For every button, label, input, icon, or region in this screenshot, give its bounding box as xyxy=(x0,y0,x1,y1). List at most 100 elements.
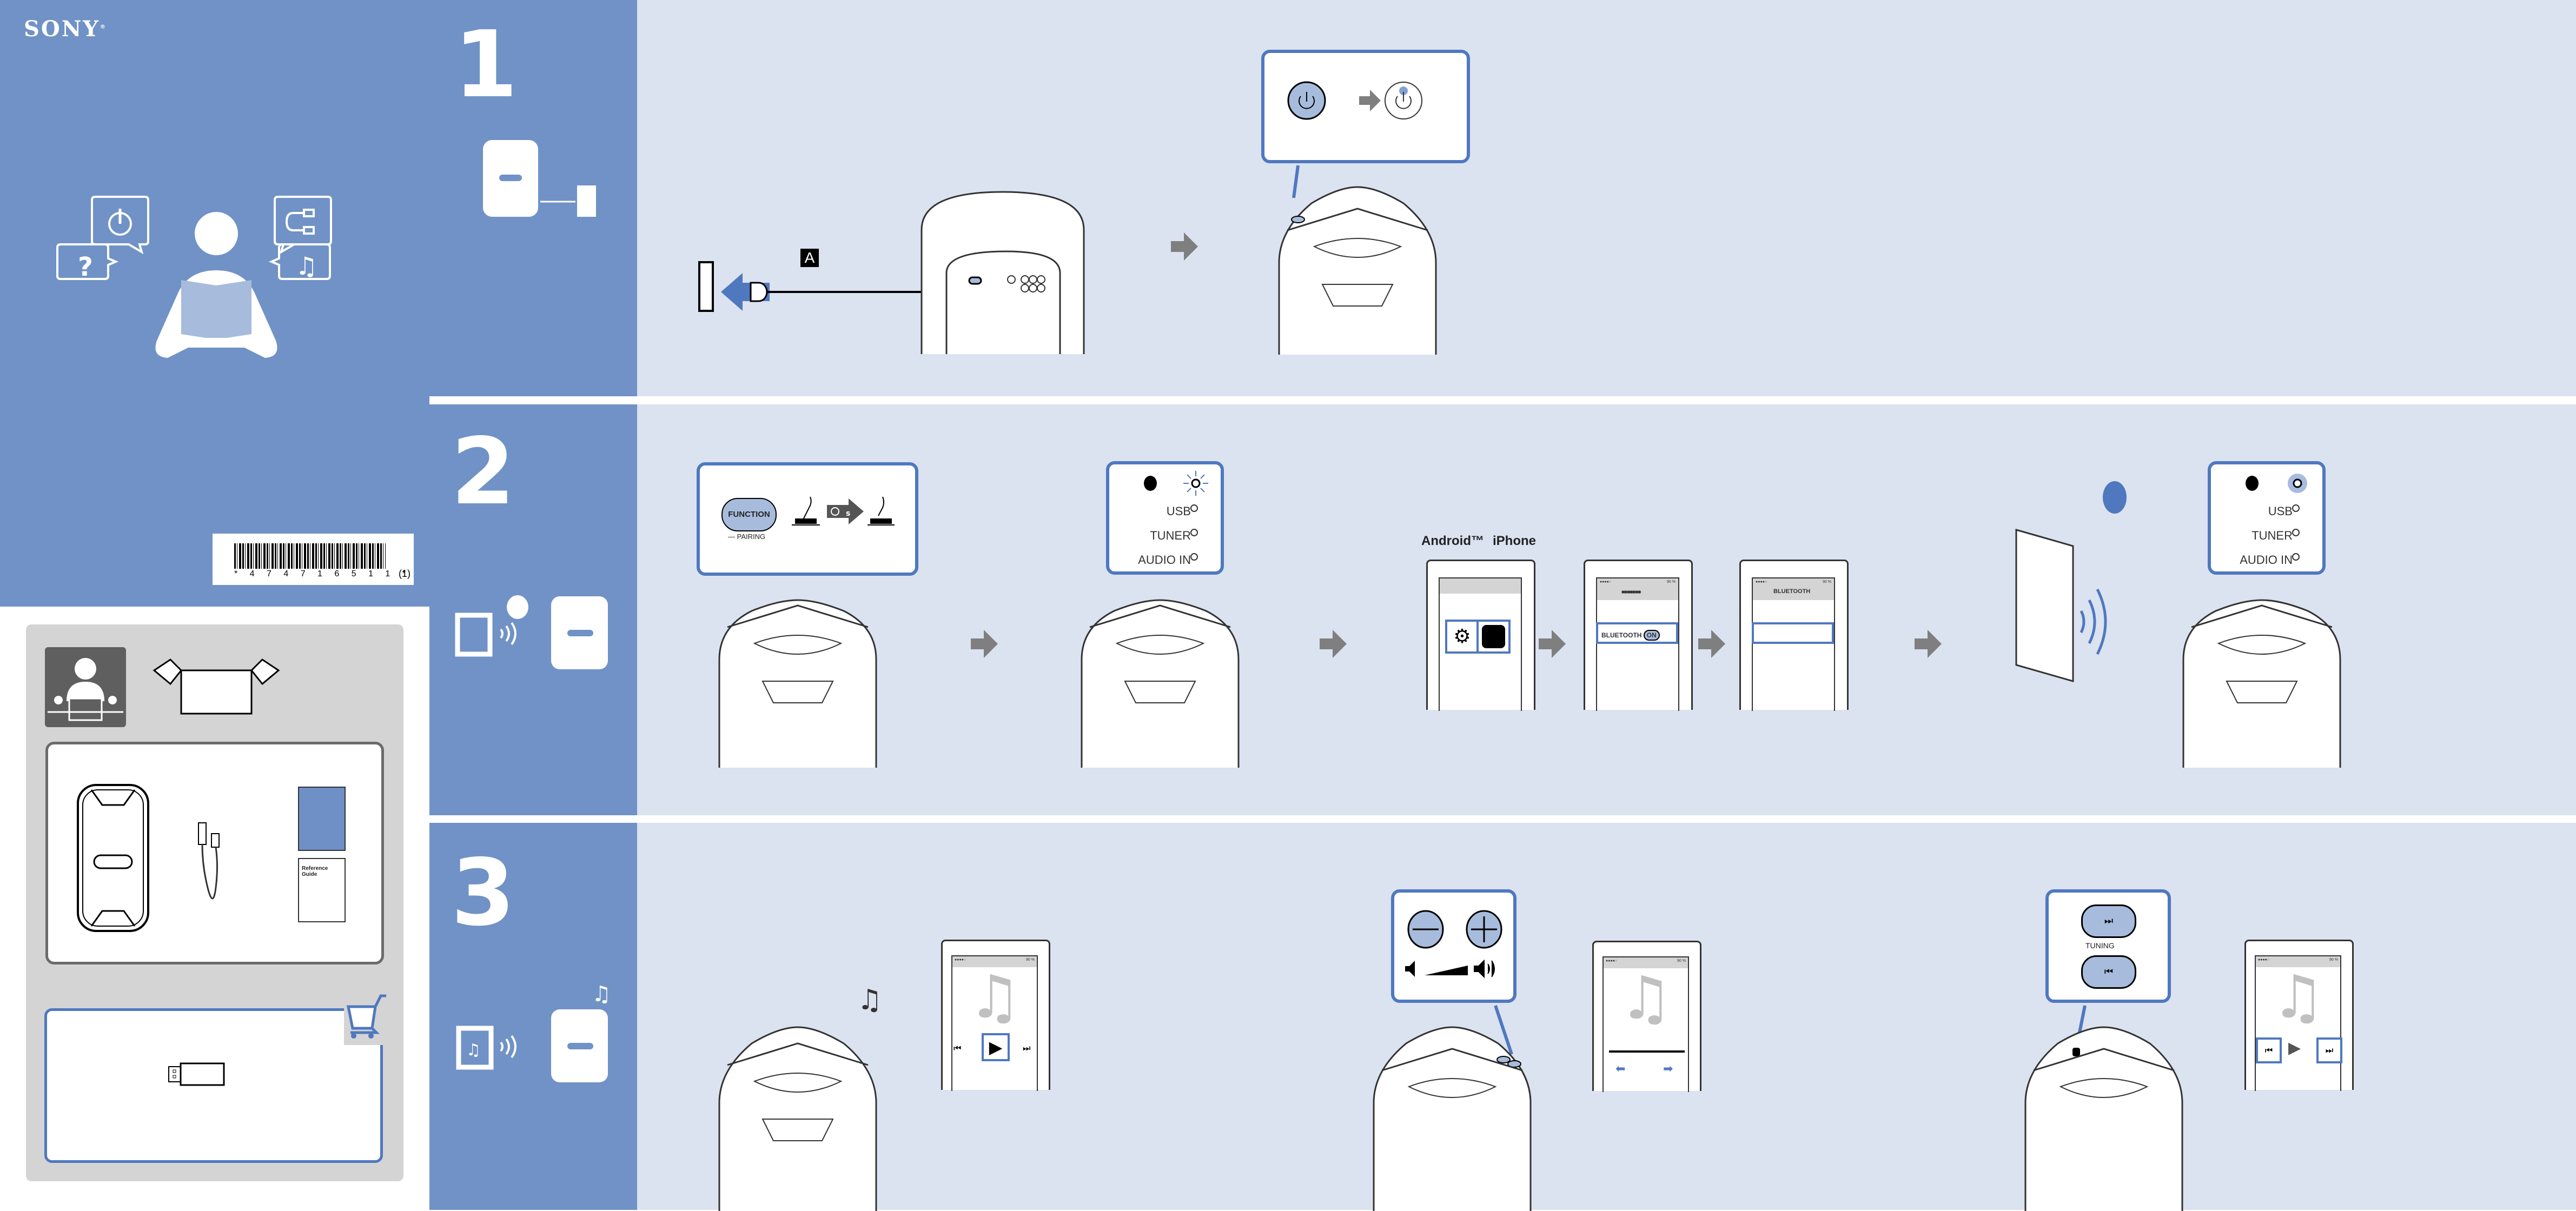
speaker-top-view-tuning xyxy=(2024,1005,2183,1211)
next-track-icon[interactable]: ⏭ xyxy=(1023,1043,1031,1053)
step-2-header: 2 xyxy=(429,404,637,815)
step-3-number: 3 xyxy=(451,840,515,947)
tuning-label: TUNING xyxy=(2085,941,2115,950)
speaker-top-view-indicator xyxy=(1081,599,1240,768)
bluetooth-toggle-label: BLUETOOTH xyxy=(1601,631,1642,639)
press-hold-diagram: s xyxy=(792,496,895,525)
bluetooth-toggle-switch[interactable]: ON xyxy=(1643,630,1660,641)
previous-tuning-button: ⏮ xyxy=(2081,955,2136,989)
registered-mark: ® xyxy=(100,24,107,30)
question-bubble-icon: ? xyxy=(56,243,119,282)
next-arrow-icon xyxy=(1698,630,1725,658)
open-box-icon xyxy=(153,658,280,715)
cover-panel: SONY® ? ♫ * 4 7 4 7 1 6 xyxy=(0,0,429,607)
step-2-number: 2 xyxy=(451,418,515,525)
battery-indicator: 90 % xyxy=(1667,580,1676,584)
iphone-label: iPhone xyxy=(1493,534,1537,548)
volume-slider[interactable] xyxy=(1609,1050,1685,1053)
unpacking-person-icon xyxy=(45,647,126,727)
indicator-list: USB TUNER AUDIO IN xyxy=(2240,504,2293,567)
previous-track-button[interactable]: ⏮ xyxy=(2256,1037,2282,1063)
pairing-label: — PAIRING xyxy=(728,533,766,541)
speaker-high-icon xyxy=(1474,959,1495,979)
volume-up-button-icon xyxy=(1466,910,1502,949)
function-button-callout: FUNCTION — PAIRING s xyxy=(697,462,918,576)
speaker-item-icon xyxy=(77,784,149,932)
phone-skip-screen: ●●●●○90 % ♫ ⏮ ▶ ⏭ xyxy=(2244,940,2354,1091)
volume-ramp-icon xyxy=(1425,966,1468,975)
signal-indicator: ●●●●○ xyxy=(1600,580,1612,584)
tuning-buttons-callout: ⏭ TUNING ⏮ xyxy=(2045,889,2171,1003)
indicator-callout-lit: USB TUNER AUDIO IN xyxy=(2208,461,2326,575)
indicator-tuner: TUNER xyxy=(1150,529,1191,542)
barcode-version: (1) xyxy=(399,568,410,579)
previous-track-icon[interactable]: ⏮ xyxy=(953,1043,962,1053)
next-arrow-icon xyxy=(1171,232,1198,261)
next-arrow-icon xyxy=(1915,630,1942,658)
volume-down-button-icon xyxy=(1407,910,1444,949)
slide-left-arrow-icon: ⬅ xyxy=(1615,1062,1626,1076)
iphone-settings-icon[interactable] xyxy=(1476,620,1511,654)
svg-text:♫: ♫ xyxy=(592,982,611,1007)
phone-music-speaker-icon: ♫ ♫ xyxy=(456,982,611,1082)
speaker-top-view-volume xyxy=(1373,1005,1532,1211)
barcode-number: * 4 7 4 7 1 6 5 1 1 * xyxy=(234,569,410,578)
sony-logo: SONY® xyxy=(24,16,107,42)
power-cord-item-icon xyxy=(198,822,220,900)
operating-instructions-item xyxy=(298,787,346,851)
bluetooth-indicator-lit xyxy=(2246,474,2307,493)
power-button-callout xyxy=(1261,50,1470,163)
bluetooth-logo-icon xyxy=(2103,481,2127,514)
volume-buttons-callout xyxy=(1391,889,1517,1003)
person-reading-icon xyxy=(155,212,277,358)
phone-connecting-icon xyxy=(2015,481,2127,682)
speaker-low-icon xyxy=(1405,961,1415,977)
next-arrow-icon xyxy=(1539,630,1566,658)
phone-settings-screen: ⚙ xyxy=(1426,560,1535,711)
phone-play-screen: ●●●●○90 % ♫ ⏮ ▶ ⏭ xyxy=(941,940,1050,1091)
power-off-button-icon xyxy=(1287,81,1326,120)
bluetooth-screen-title: BLUETOOTH xyxy=(1773,588,1811,595)
indicator-callout-blinking: USB TUNER AUDIO IN xyxy=(1106,461,1224,575)
bluetooth-toggle-row[interactable]: BLUETOOTH ON xyxy=(1596,622,1678,644)
cover-illustration: ? ♫ xyxy=(56,196,332,358)
play-icon[interactable]: ▶ xyxy=(2288,1039,2301,1057)
volume-diagram xyxy=(1405,910,1502,979)
next-tuning-button: ⏭ xyxy=(2081,904,2136,938)
speaker-device-entry[interactable] xyxy=(1752,622,1834,644)
barcode-label: * 4 7 4 7 1 6 5 1 1 * (1) xyxy=(213,534,414,585)
phone-bluetooth-toggle-screen: ●●●●○ 90 % ■■■■■■■ BLUETOOTH ON xyxy=(1584,560,1693,711)
step-1-row xyxy=(429,0,2576,396)
next-track-button[interactable]: ⏭ xyxy=(2316,1037,2342,1063)
barcode-bars xyxy=(234,543,386,569)
speaker-plug-icon xyxy=(483,140,596,217)
phone-bluetooth-device-list: ●●●●○ 90 % BLUETOOTH xyxy=(1739,560,1849,711)
phone-volume-screen: ●●●●○90 % ♫ ⬅ ➡ xyxy=(1592,941,1701,1092)
power-state-diagram xyxy=(1287,81,1422,120)
usb-flash-drive-icon xyxy=(168,1062,225,1086)
speaker-top-view-play xyxy=(718,1026,877,1211)
step-1-header: 1 xyxy=(429,0,637,396)
android-settings-icon[interactable]: ⚙ xyxy=(1445,620,1479,654)
play-button-icon[interactable]: ▶ xyxy=(982,1033,1010,1061)
seconds-unit: s xyxy=(846,509,850,518)
svg-text:?: ? xyxy=(78,252,93,282)
svg-text:♫: ♫ xyxy=(466,1041,481,1060)
android-label: Android™ xyxy=(1421,534,1484,548)
step-1-number: 1 xyxy=(454,11,518,118)
next-arrow-icon xyxy=(971,630,998,658)
masked-title: ■■■■■■■ xyxy=(1621,589,1641,595)
cable-bubble-icon xyxy=(274,196,332,255)
music-bubble-icon: ♫ xyxy=(268,243,331,281)
speaker-top-view-power xyxy=(1278,165,1437,355)
shopping-cart-icon xyxy=(344,994,398,1045)
next-arrow-icon xyxy=(1320,630,1347,658)
step-3-header: 3 ♫ ♫ xyxy=(429,823,637,1210)
function-button: FUNCTION xyxy=(721,498,777,531)
cord-label-a: A xyxy=(800,249,819,267)
optional-accessories-box xyxy=(44,1008,383,1163)
music-art-icon: ♫ xyxy=(968,962,1022,1032)
